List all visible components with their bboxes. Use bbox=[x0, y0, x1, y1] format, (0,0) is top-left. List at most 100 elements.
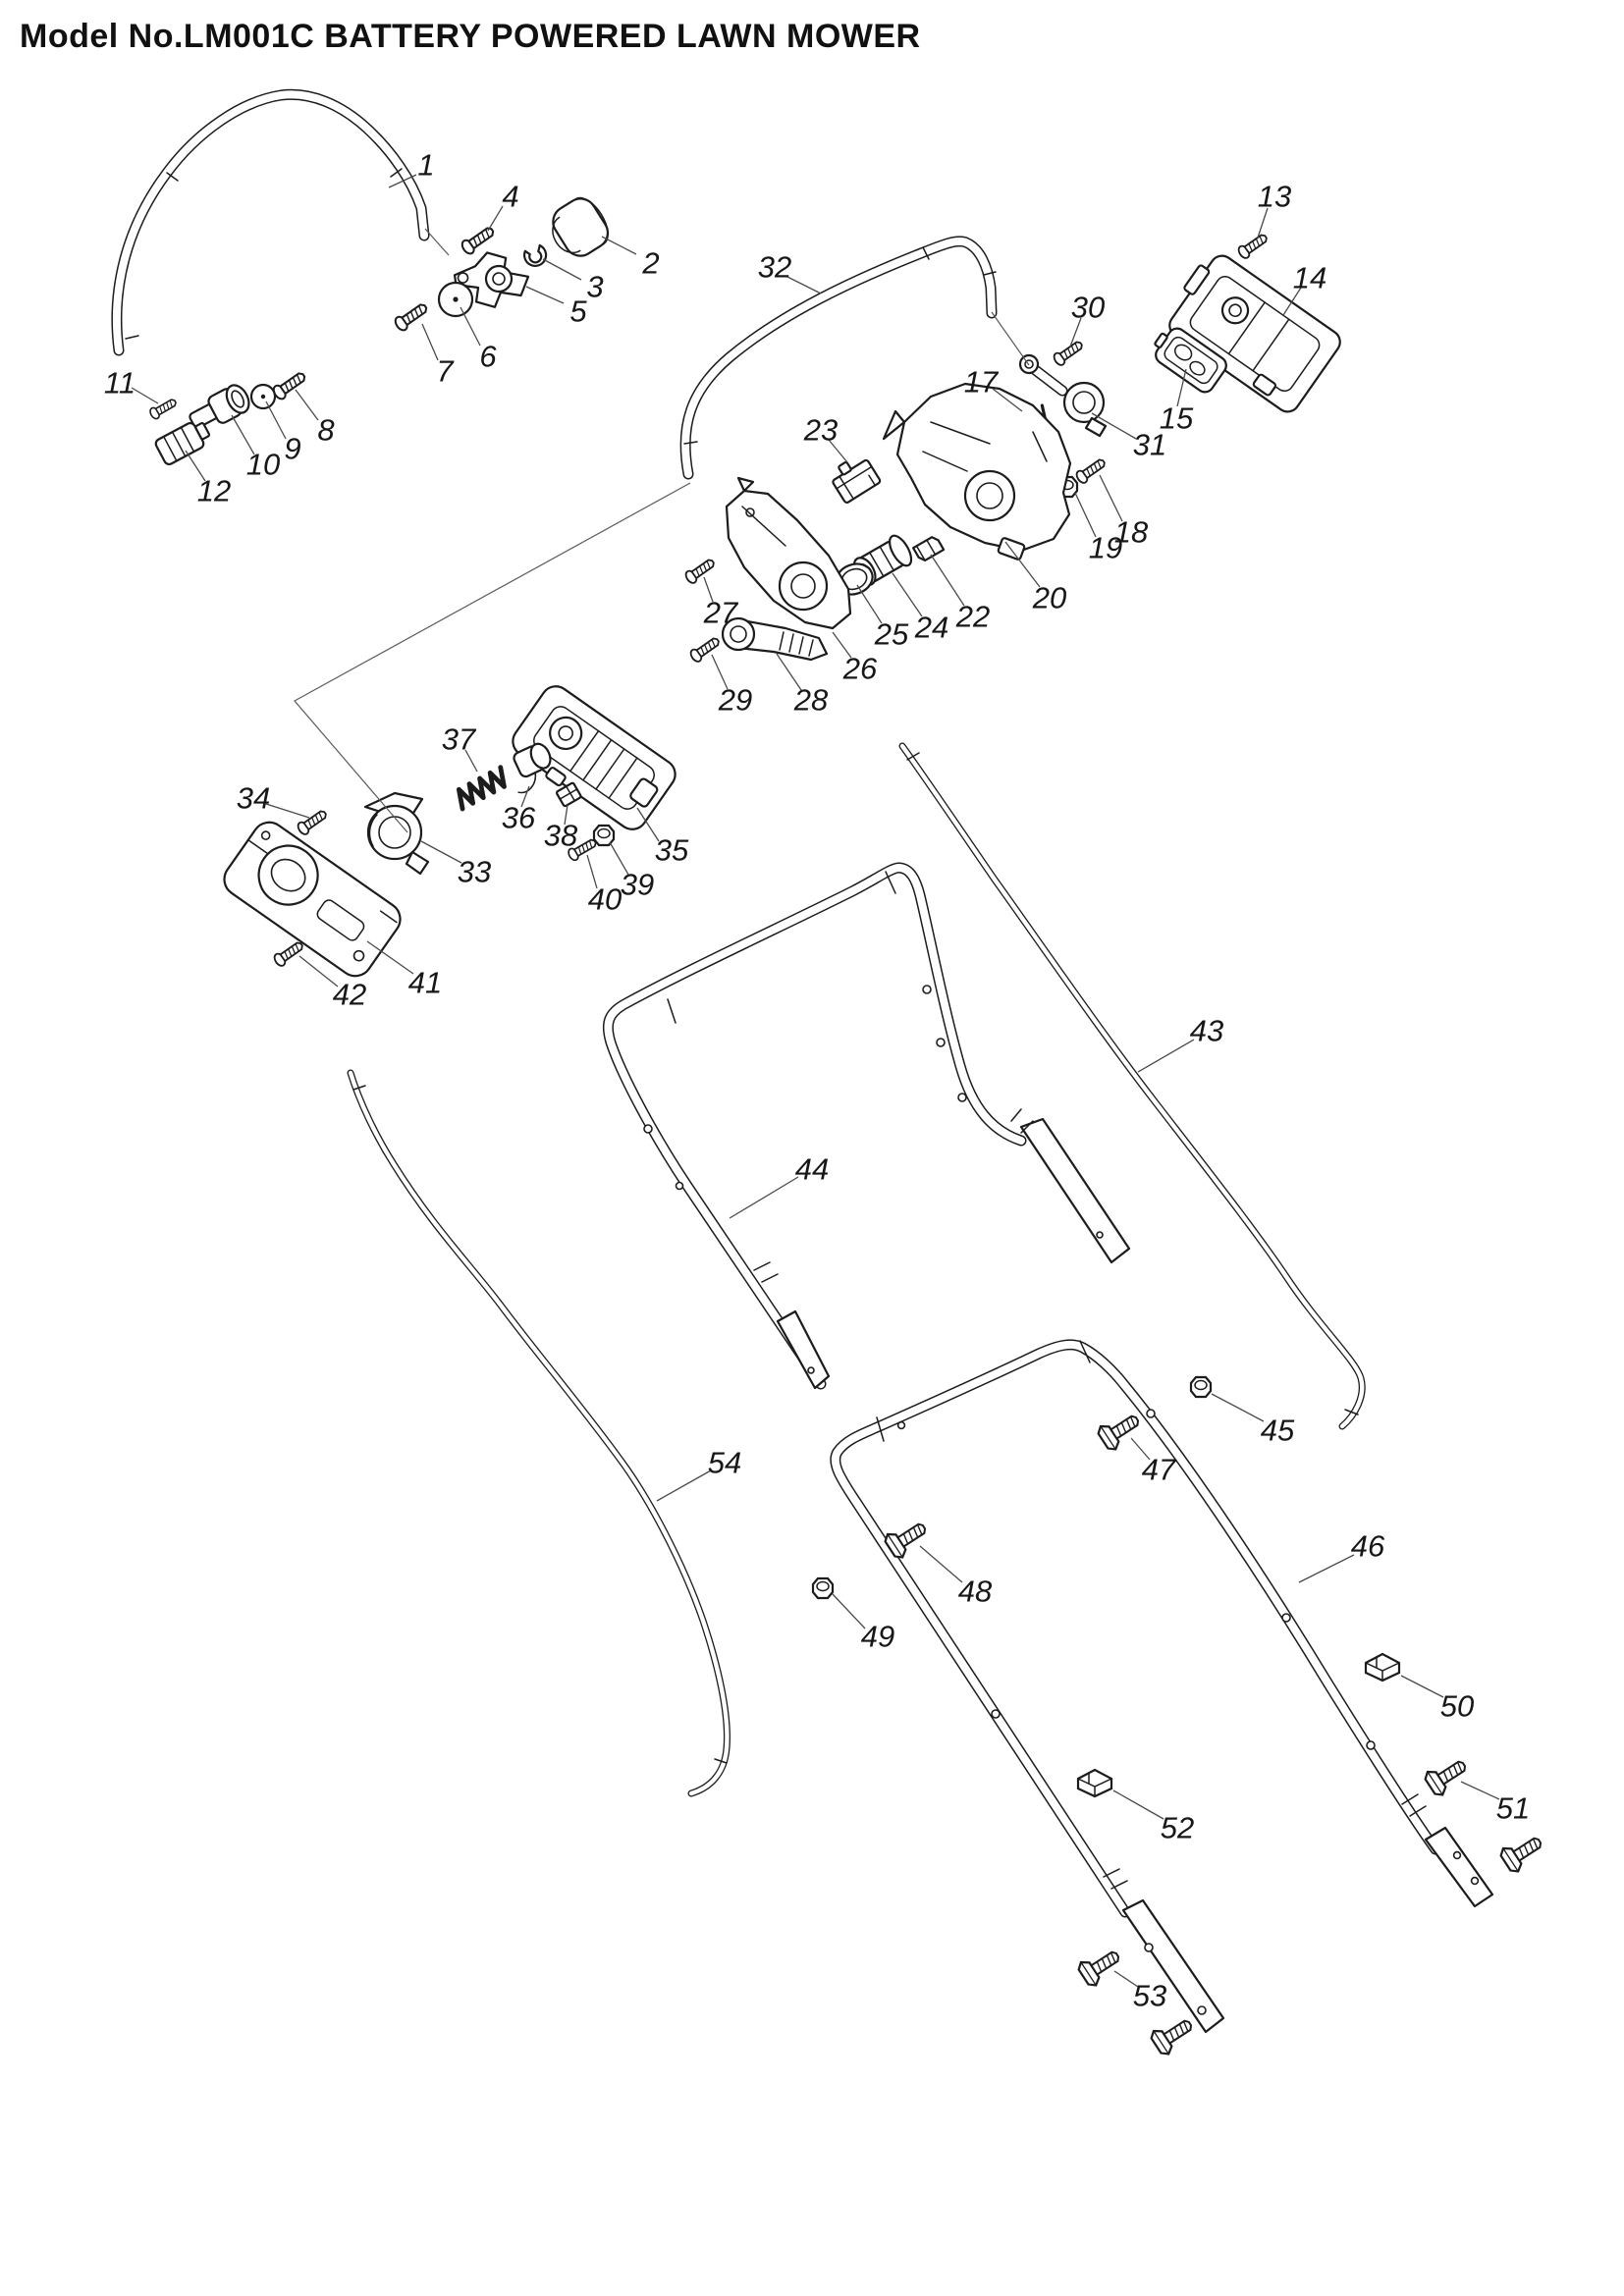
part-label-42-screw: 42 bbox=[333, 978, 366, 1012]
part-label-43-cable: 43 bbox=[1190, 1014, 1223, 1048]
part-label-28-lock-lever: 28 bbox=[793, 683, 829, 718]
part-label-13-screw: 13 bbox=[1258, 180, 1291, 214]
part-49-nut bbox=[811, 1576, 835, 1600]
leader-line-11 bbox=[131, 387, 159, 404]
part-labels-layer: 1234567891011121314151718192022232425262… bbox=[104, 148, 1530, 2013]
leader-line-28 bbox=[776, 653, 802, 691]
part-label-48-bolt: 48 bbox=[958, 1575, 993, 1609]
aux-leader-tube1-end-to-bracket5 bbox=[424, 228, 450, 256]
leader-line-17 bbox=[992, 388, 1023, 412]
part-label-54-cable: 54 bbox=[708, 1446, 741, 1480]
leader-line-39 bbox=[609, 841, 629, 876]
leader-line-5 bbox=[525, 286, 565, 304]
part-27-screw bbox=[682, 555, 718, 586]
leader-line-37 bbox=[464, 749, 478, 773]
leader-line-19 bbox=[1074, 492, 1097, 538]
part-3-clip-ring bbox=[523, 243, 548, 267]
part-label-38-spacer-block: 38 bbox=[544, 819, 578, 853]
leader-line-40 bbox=[586, 854, 598, 889]
part-20-switch-housing bbox=[882, 382, 1072, 561]
part-label-50-clamp-nut: 50 bbox=[1440, 1689, 1474, 1724]
leader-line-2 bbox=[601, 236, 637, 255]
part-44-upper-handle-tube bbox=[608, 868, 1131, 1390]
part-label-46-lower-handle-tube: 46 bbox=[1351, 1529, 1385, 1564]
leader-line-15 bbox=[1176, 368, 1187, 407]
leader-line-18 bbox=[1099, 474, 1123, 522]
part-31-clamp-lever bbox=[1018, 353, 1108, 438]
part-label-32-handle-grip-section: 32 bbox=[758, 250, 791, 285]
leader-line-41 bbox=[366, 940, 414, 975]
part-38-spacer-block bbox=[555, 781, 582, 808]
upper-handle-right-foot bbox=[1019, 1117, 1131, 1264]
part-label-49-nut: 49 bbox=[861, 1620, 894, 1654]
part-label-44-upper-handle-tube: 44 bbox=[795, 1152, 829, 1187]
part-39-nut bbox=[592, 824, 616, 847]
part-5-pivot-bracket bbox=[453, 251, 530, 308]
handle-tubes-layer bbox=[117, 94, 1494, 2034]
part-label-26-housing-cover: 26 bbox=[842, 652, 878, 686]
leader-line-51 bbox=[1460, 1781, 1500, 1800]
leader-line-4 bbox=[487, 205, 504, 232]
leader-line-34 bbox=[265, 803, 310, 819]
leader-line-22 bbox=[930, 554, 965, 607]
part-label-29-screw: 29 bbox=[718, 683, 752, 718]
part-52-clamp-nut bbox=[1076, 1768, 1113, 1798]
part-8-screw bbox=[270, 368, 309, 402]
leader-line-36 bbox=[520, 785, 530, 808]
part-label-20-switch-housing: 20 bbox=[1032, 581, 1066, 615]
part-label-11-screw: 11 bbox=[104, 366, 135, 400]
leader-line-32 bbox=[785, 275, 822, 294]
leader-line-48 bbox=[919, 1545, 963, 1583]
aux-leader-tube32-to-collar33 bbox=[294, 482, 691, 833]
part-label-36-cam: 36 bbox=[502, 801, 536, 835]
leader-line-43 bbox=[1137, 1039, 1195, 1073]
leader-line-20 bbox=[1004, 541, 1041, 588]
leader-line-10 bbox=[231, 414, 255, 455]
leader-line-13 bbox=[1257, 207, 1269, 239]
leader-line-25 bbox=[856, 584, 883, 624]
leader-line-35 bbox=[636, 807, 660, 842]
part-label-41-handle-housing: 41 bbox=[408, 966, 442, 1000]
part-46-lower-handle-tube bbox=[836, 1341, 1494, 2034]
part-label-9-washer: 9 bbox=[284, 432, 300, 466]
part-label-35-handle-housing-cover: 35 bbox=[655, 833, 689, 868]
part-13-screw bbox=[1235, 230, 1271, 261]
part-36-cam bbox=[513, 742, 552, 794]
part-label-22-clip: 22 bbox=[955, 600, 990, 634]
leader-line-12 bbox=[185, 450, 206, 482]
leader-line-6 bbox=[460, 306, 481, 347]
leader-line-8 bbox=[295, 389, 319, 421]
part-label-3-clip-ring: 3 bbox=[586, 270, 603, 304]
part-label-19-nut: 19 bbox=[1089, 531, 1122, 565]
part-50-clamp-nut bbox=[1364, 1652, 1401, 1682]
leader-line-24 bbox=[892, 572, 923, 617]
part-29-screw bbox=[687, 633, 723, 665]
part-42-screw bbox=[271, 937, 306, 969]
page-title: Model No.LM001C BATTERY POWERED LAWN MOW… bbox=[20, 18, 921, 55]
leader-line-50 bbox=[1400, 1675, 1444, 1698]
part-label-6-washer: 6 bbox=[479, 340, 497, 374]
part-30-screw bbox=[1051, 337, 1086, 368]
part-10-pivot-boss bbox=[189, 384, 250, 429]
leader-line-29 bbox=[711, 654, 729, 690]
part-label-4-screw: 4 bbox=[502, 180, 518, 214]
part-label-2-end-cap: 2 bbox=[641, 246, 659, 281]
part-label-10-pivot-boss: 10 bbox=[246, 448, 280, 482]
part-54-cable bbox=[351, 1073, 727, 1793]
part-label-40-screw: 40 bbox=[588, 882, 622, 917]
part-45-nut bbox=[1189, 1375, 1213, 1399]
part-label-47-bolt: 47 bbox=[1142, 1453, 1177, 1487]
upper-handle-left-foot bbox=[776, 1309, 831, 1390]
leader-line-7 bbox=[421, 323, 439, 361]
part-2-end-cap bbox=[552, 196, 610, 257]
leader-line-38 bbox=[564, 804, 568, 826]
part-label-51-bolt: 51 bbox=[1496, 1791, 1530, 1826]
leader-line-9 bbox=[265, 400, 287, 440]
leader-line-30 bbox=[1069, 317, 1082, 347]
bolt-unlabeled-right-foot bbox=[1496, 1828, 1548, 1876]
leader-line-3 bbox=[542, 258, 582, 281]
part-label-27-screw: 27 bbox=[703, 596, 739, 630]
part-label-12-connector: 12 bbox=[197, 474, 231, 508]
leader-line-53 bbox=[1113, 1970, 1139, 1988]
